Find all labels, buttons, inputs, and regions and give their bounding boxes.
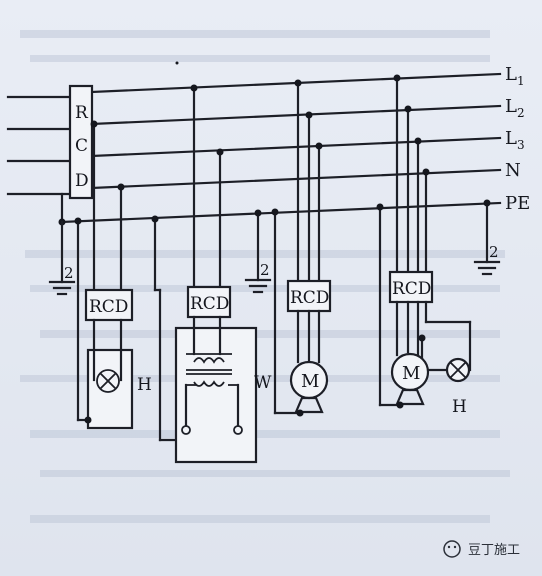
- main-rcd-r: R: [75, 103, 89, 123]
- ground-middle: 2: [244, 209, 272, 294]
- rcd-branch-welder-label: RCD: [190, 294, 229, 314]
- label-l1: L1: [505, 64, 525, 88]
- bus-l2: [90, 104, 502, 126]
- bus-pe: [60, 201, 502, 224]
- label-l2: L2: [505, 96, 525, 120]
- branch-motor-1: RCD M: [271, 79, 332, 417]
- wechat-icon: [443, 540, 461, 558]
- rcd-branch-motor-1-label: RCD: [290, 288, 329, 308]
- transformer-primary-icon: [193, 357, 225, 364]
- rcd-branch-motor-1: [286, 279, 332, 313]
- rcd-branch-welder: [186, 285, 232, 319]
- welder-label: W: [254, 373, 272, 393]
- watermark-brand: 豆丁施工: [468, 543, 520, 558]
- rcd-branch-motor-2: [388, 270, 434, 304]
- rcd-branch-1: [84, 288, 134, 322]
- label-pe: PE: [505, 193, 530, 214]
- line-labels: L1 L2 L3 N PE: [505, 64, 530, 214]
- branch-motor-2: RCD M H: [376, 74, 472, 417]
- motor-1-label: M: [301, 371, 319, 392]
- paper-texture: [20, 30, 510, 523]
- main-rcd: R C D: [58, 84, 94, 226]
- branch-lamp-1: RCD H: [74, 120, 152, 430]
- ground-left-label: 2: [64, 264, 74, 282]
- welder-terminal-right: [233, 425, 243, 435]
- welder-enclosure: [174, 326, 258, 464]
- welder-terminal-left: [181, 425, 191, 435]
- main-rcd-c: C: [75, 136, 88, 156]
- lamp-1-label: H: [137, 375, 152, 395]
- watermark: 豆丁施工: [443, 540, 520, 558]
- bus-l3: [90, 136, 502, 158]
- lamp-1-icon: [96, 369, 120, 393]
- ground-left: 2: [48, 220, 76, 296]
- lamp-1-enclosure: [86, 348, 134, 430]
- ground-right: 2: [473, 199, 501, 276]
- motor-2-label: M: [402, 363, 420, 384]
- lamp-2-label: H: [452, 397, 467, 417]
- rcd-branch-1-label: RCD: [89, 297, 128, 317]
- ground-right-label: 2: [489, 243, 499, 261]
- label-l3: L3: [505, 128, 525, 152]
- rcd-branch-motor-2-label: RCD: [392, 279, 431, 299]
- transformer-secondary-icon: [193, 380, 225, 387]
- main-rcd-box: [68, 84, 94, 200]
- bus-n: [90, 168, 502, 190]
- branch-welder: RCD W: [151, 84, 272, 464]
- label-n: N: [505, 160, 521, 181]
- main-rcd-d: D: [75, 171, 89, 191]
- ground-middle-label: 2: [260, 261, 270, 279]
